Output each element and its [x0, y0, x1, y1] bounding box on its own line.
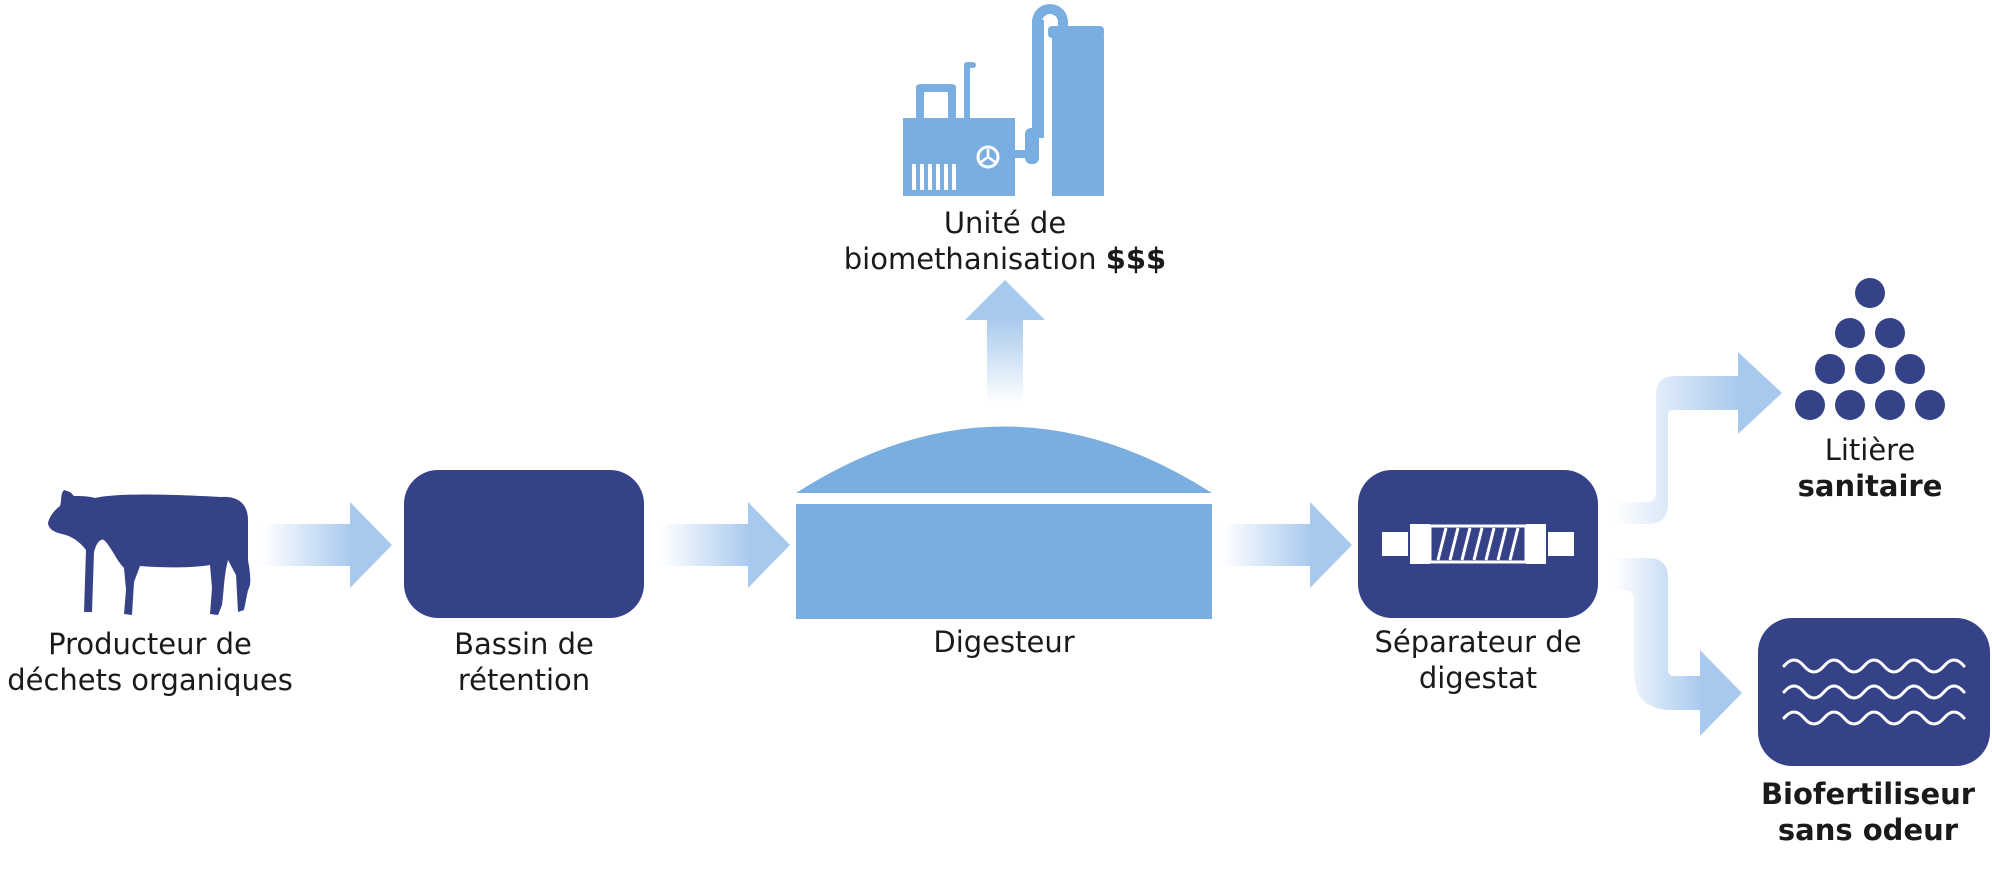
biomethane-label: Unité de biomethanisation $$$	[800, 205, 1210, 277]
fertilizer-label-line1: Biofertiliseur	[1760, 777, 1976, 811]
retention-basin-icon	[404, 470, 644, 618]
biomethane-label-line2: biomethanisation $$$	[800, 241, 1210, 277]
digester-label: Digesteur	[796, 624, 1212, 660]
arrow-separator-to-fertilizer	[1614, 558, 1742, 736]
screw-separator-icon	[1358, 470, 1598, 618]
biomethane-cost-badge: $$$	[1105, 242, 1167, 276]
fertilizer-label: Biofertiliseur sans odeur	[1744, 776, 1992, 848]
litter-label: Litière sanitaire	[1780, 432, 1960, 504]
fertilizer-label-line2: sans odeur	[1777, 813, 1959, 847]
separator-label-line2: digestat	[1418, 661, 1538, 695]
separator-label-line1: Séparateur de	[1374, 625, 1582, 659]
arrow-producer-to-basin	[262, 502, 392, 588]
digester-dome-icon	[796, 426, 1212, 619]
basin-label: Bassin de rétention	[404, 626, 644, 698]
basin-label-line1: Bassin de	[454, 627, 594, 661]
arrow-separator-to-litter	[1614, 352, 1782, 524]
producer-label: Producteur de déchets organiques	[0, 626, 300, 698]
arrow-digester-to-biomethane	[965, 280, 1045, 404]
arrow-basin-to-digester	[660, 502, 790, 588]
cow-icon	[48, 490, 251, 615]
pellet-pile-icon	[1795, 278, 1945, 420]
biomethane-unit-icon	[903, 4, 1104, 196]
basin-label-line2: rétention	[457, 663, 591, 697]
biomethane-label-line1: Unité de	[943, 206, 1067, 240]
digester-label-line1: Digesteur	[933, 625, 1075, 659]
litter-label-line2: sanitaire	[1797, 469, 1943, 503]
producer-label-line2: déchets organiques	[7, 663, 293, 697]
biomethane-label-text: biomethanisation	[843, 242, 1097, 276]
arrow-digester-to-separator	[1222, 502, 1352, 588]
separator-label: Séparateur de digestat	[1338, 624, 1618, 696]
liquid-waves-icon	[1758, 618, 1990, 766]
producer-label-line1: Producteur de	[48, 627, 252, 661]
litter-label-line1: Litière	[1824, 433, 1916, 467]
